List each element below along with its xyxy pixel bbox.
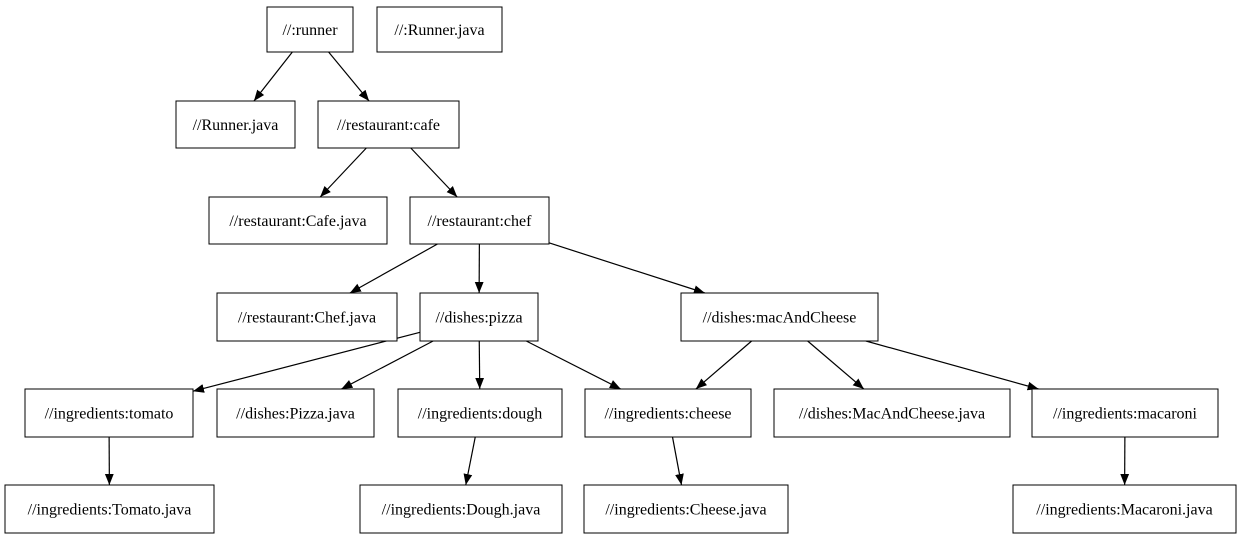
graph-node-dough-java: //ingredients:Dough.java — [359, 484, 563, 534]
graph-edge-runner-to-runner-java — [253, 51, 293, 102]
graph-edge-mac-and-cheese-to-macaroni — [865, 340, 1039, 391]
graph-node-box — [409, 196, 550, 245]
graph-edge-pizza-to-dough — [475, 340, 485, 390]
graph-edge-dough-to-dough-java — [463, 436, 476, 486]
graph-node-label: //dishes:Pizza.java — [236, 406, 355, 423]
graph-edge-pizza-to-pizza-java — [341, 340, 434, 390]
graph-node-label: //dishes:pizza — [435, 310, 522, 327]
graph-edge-pizza-to-tomato — [192, 331, 421, 393]
graph-edge-mac-and-cheese-to-cheese — [695, 340, 753, 390]
graph-node-box — [1031, 388, 1219, 438]
graph-node-chef: //restaurant:chef — [409, 196, 550, 245]
graph-node-cheese-java: //ingredients:Cheese.java — [583, 484, 789, 534]
graph-node-label: //restaurant:chef — [428, 213, 533, 230]
graph-node-runner-java: //Runner.java — [175, 100, 296, 149]
graph-edge-runner-to-cafe — [328, 51, 370, 102]
graph-node-chef-java: //restaurant:Chef.java — [216, 292, 398, 342]
graph-edge-pizza-to-cheese — [525, 340, 622, 390]
graph-node-cafe: //restaurant:cafe — [317, 100, 460, 149]
graph-edge-mac-and-cheese-to-mac-java — [807, 340, 865, 390]
graph-node-label: //restaurant:Cafe.java — [229, 213, 366, 230]
graph-node-label: //ingredients:cheese — [604, 406, 731, 423]
graph-node-box — [419, 292, 539, 342]
graph-edge-chef-to-chef-java — [349, 243, 438, 294]
edges-layer — [104, 51, 1130, 486]
graph-node-box — [1012, 484, 1237, 534]
graph-node-label: //ingredients:Tomato.java — [28, 502, 192, 519]
graph-node-label: //ingredients:tomato — [45, 406, 174, 423]
nodes-layer: //:runner //:Runner.java //Runner.java //re… — [4, 6, 1237, 534]
graph-node-cheese: //ingredients:cheese — [584, 388, 752, 438]
graph-node-label: //ingredients:Macaroni.java — [1036, 502, 1212, 519]
graph-node-pizza-java: //dishes:Pizza.java — [216, 388, 375, 438]
graph-node-box — [773, 388, 1011, 438]
graph-node-box — [680, 292, 879, 342]
graph-node-label: //ingredients:macaroni — [1053, 406, 1198, 423]
graph-node-runner-java-top: //:Runner.java — [376, 6, 503, 53]
graph-node-label: //:Runner.java — [394, 22, 484, 39]
graph-node-box — [24, 388, 194, 438]
graph-node-box — [208, 196, 388, 245]
graph-node-dough: //ingredients:dough — [397, 388, 563, 438]
graph-node-macaroni-java: //ingredients:Macaroni.java — [1012, 484, 1237, 534]
graph-node-label: //restaurant:cafe — [337, 117, 440, 134]
graph-node-label: //ingredients:Cheese.java — [605, 502, 766, 519]
graph-node-pizza: //dishes:pizza — [419, 292, 539, 342]
graph-node-box — [376, 6, 503, 53]
graph-node-box — [175, 100, 296, 149]
graph-node-tomato-java: //ingredients:Tomato.java — [4, 484, 215, 534]
graph-node-label: //ingredients:dough — [418, 406, 542, 423]
graph-node-label: //restaurant:Chef.java — [238, 310, 376, 327]
graph-edge-cheese-to-cheese-java — [671, 436, 684, 486]
graph-node-label: //dishes:MacAndCheese.java — [799, 406, 985, 423]
graph-node-box — [397, 388, 563, 438]
graph-edge-cafe-to-chef — [410, 147, 458, 198]
graph-node-macaroni: //ingredients:macaroni — [1031, 388, 1219, 438]
graph-edge-chef-to-mac-and-cheese — [548, 242, 706, 294]
graph-node-runner: //:runner — [266, 6, 354, 53]
graph-node-tomato: //ingredients:tomato — [24, 388, 194, 438]
graph-node-box — [266, 6, 354, 53]
graph-node-box — [584, 388, 752, 438]
graph-node-box — [317, 100, 460, 149]
graph-node-mac-and-cheese: //dishes:macAndCheese — [680, 292, 879, 342]
graph-node-label: //ingredients:Dough.java — [382, 502, 541, 519]
graph-node-cafe-java: //restaurant:Cafe.java — [208, 196, 388, 245]
graph-node-box — [583, 484, 789, 534]
graph-node-box — [359, 484, 563, 534]
graph-node-label: //dishes:macAndCheese — [703, 310, 857, 327]
graph-node-mac-java: //dishes:MacAndCheese.java — [773, 388, 1011, 438]
graph-edge-cafe-to-cafe-java — [319, 147, 367, 198]
graph-node-label: //:runner — [282, 22, 338, 39]
graph-node-label: //Runner.java — [193, 117, 279, 134]
graph-node-box — [216, 292, 398, 342]
graph-node-box — [216, 388, 375, 438]
graph-node-box — [4, 484, 215, 534]
